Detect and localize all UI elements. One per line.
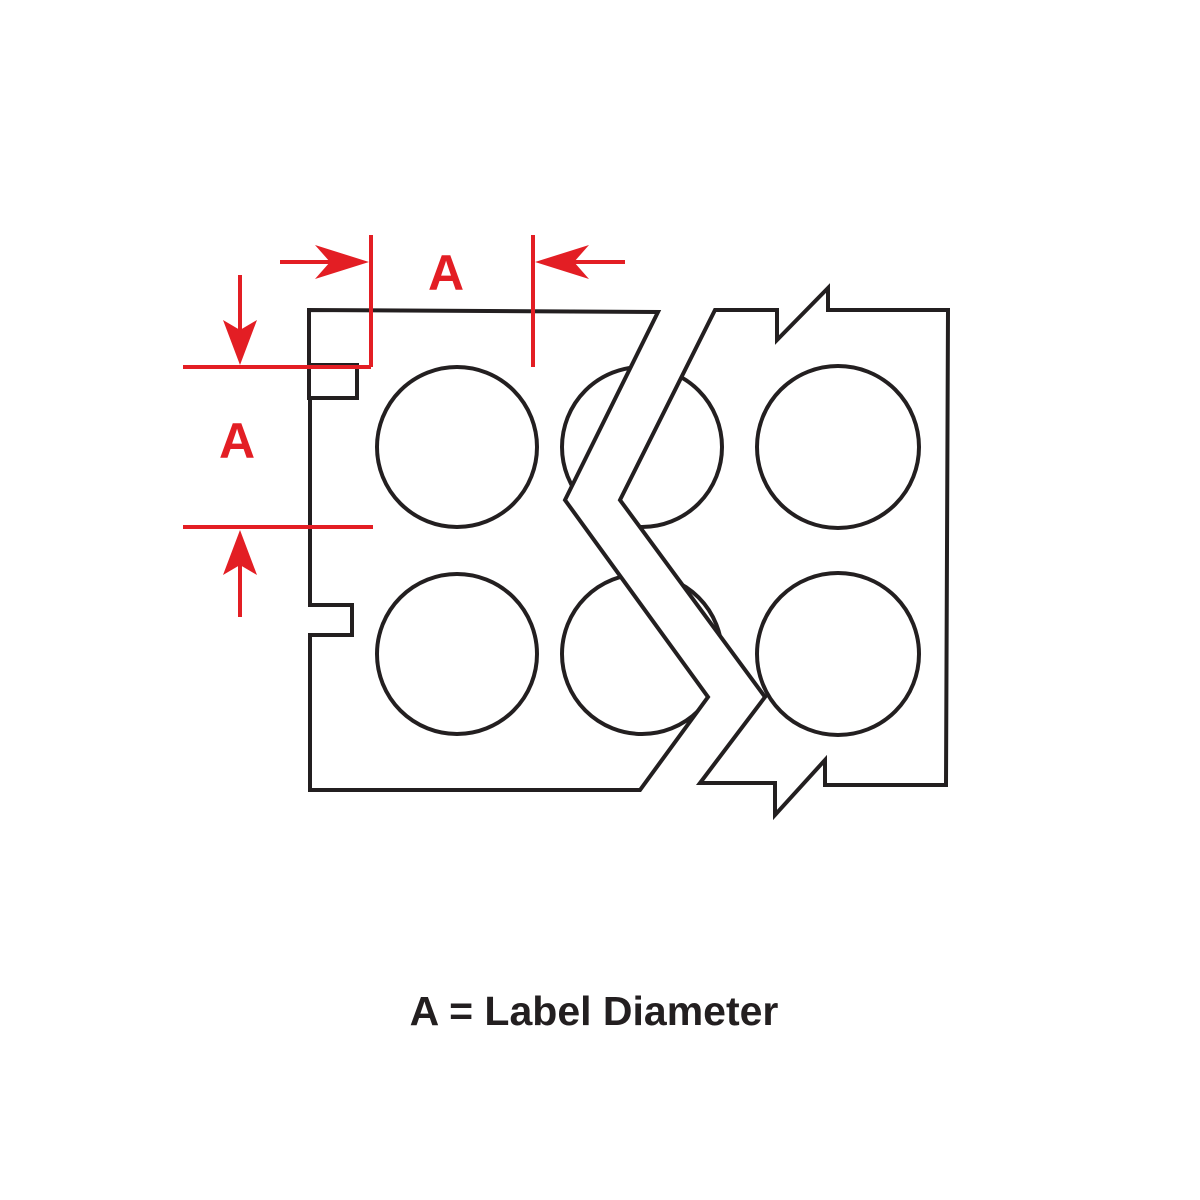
arrow-right-icon [315,245,369,279]
dimension-label-left: A [219,413,255,469]
arrow-left-icon [535,245,589,279]
break-gap [565,310,765,790]
label-circle-r2c1 [375,572,539,736]
arrow-up-icon [223,530,257,575]
sheet-left-piece-outline [307,307,711,792]
label-circle-r1c3 [755,364,921,530]
arrow-down-icon [223,320,257,365]
label-circle-r2c3 [755,571,921,737]
dimension-label-top: A [428,245,464,301]
caption: A = Label Diameter [410,988,779,1034]
label-circle-r1c1 [375,365,539,529]
sheet-right-piece-outline [617,283,951,821]
